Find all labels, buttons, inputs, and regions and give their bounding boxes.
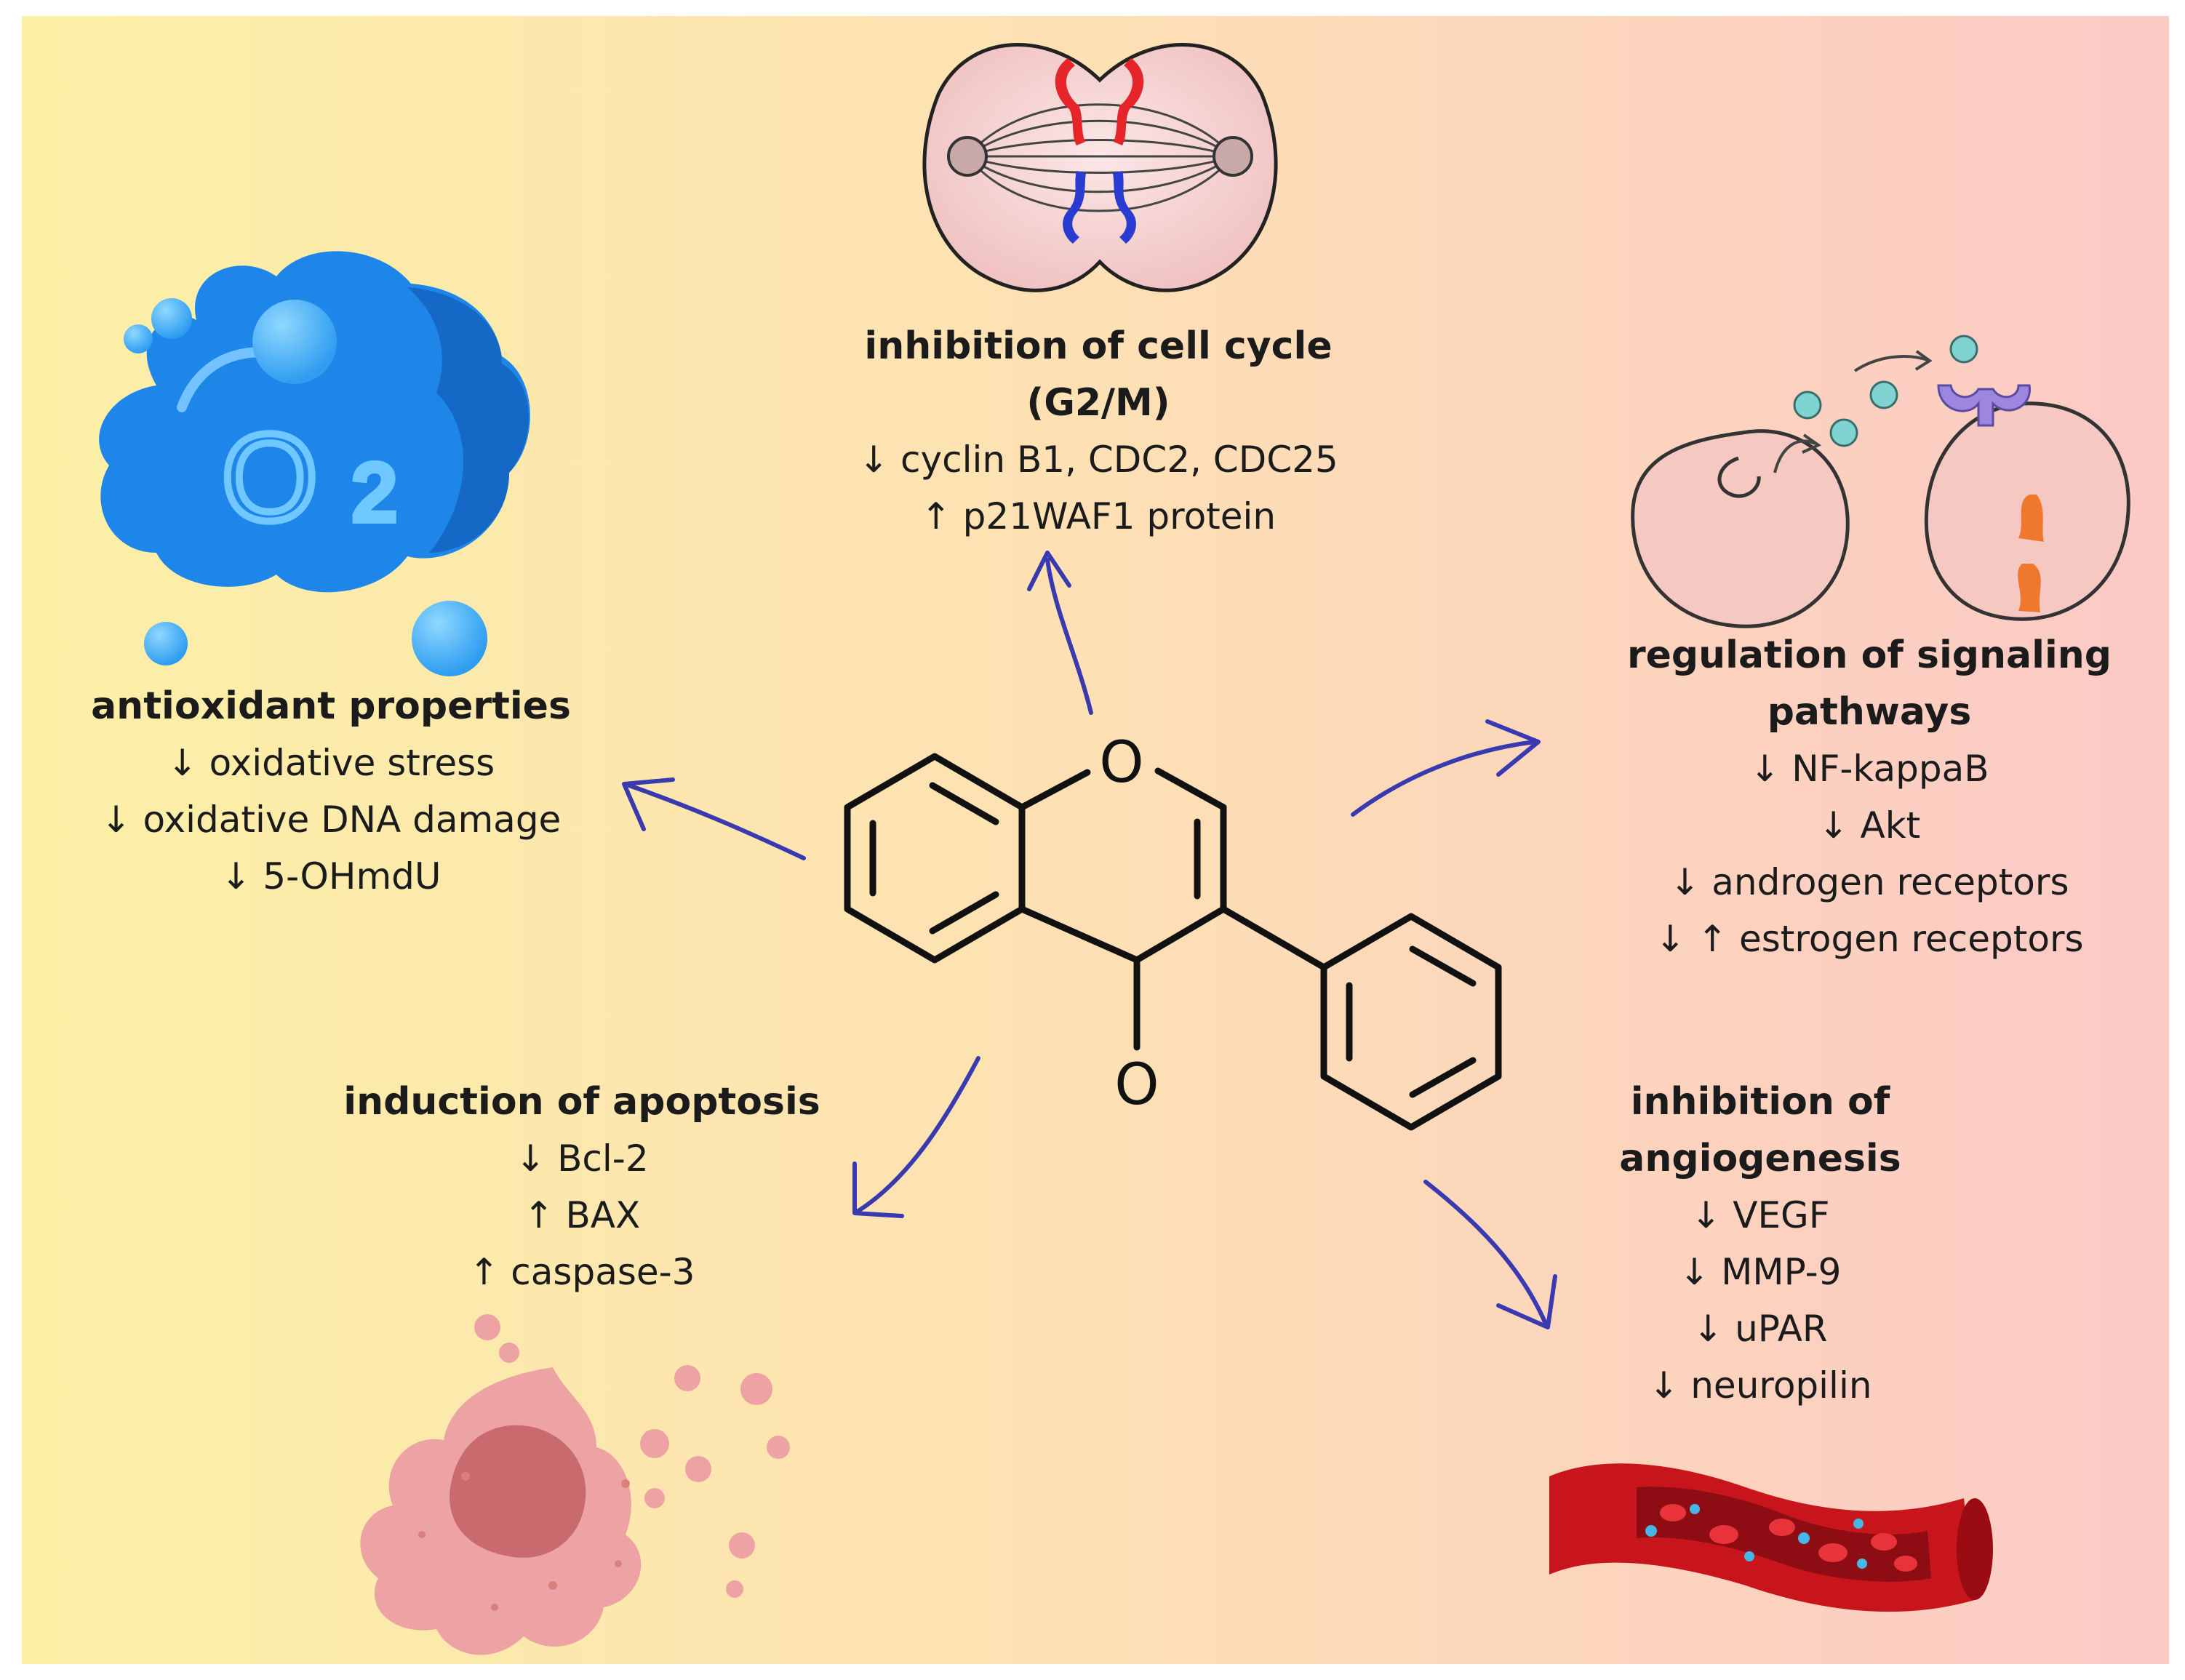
signaling-effect: ↓ Akt bbox=[1818, 804, 1921, 847]
apoptosis-effect: ↓ Bcl-2 bbox=[515, 1137, 649, 1180]
antioxidant-effect: ↓ 5-OHmdU bbox=[220, 855, 442, 897]
apoptosis-effect: ↑ caspase-3 bbox=[468, 1251, 695, 1293]
antioxidant-block: antioxidant properties ↓ oxidative stres… bbox=[65, 678, 596, 905]
cell-cycle-block: inhibition of cell cycle (G2/M) ↓ cyclin… bbox=[804, 318, 1393, 545]
angiogenesis-title-line1: inhibition of bbox=[1630, 1080, 1890, 1124]
arrow-to-apoptosis bbox=[852, 1056, 980, 1218]
dividing-cell-illustration bbox=[922, 43, 1278, 292]
antioxidant-effect: ↓ oxidative DNA damage bbox=[100, 799, 562, 841]
signaling-effect: ↓ ↑ estrogen receptors bbox=[1655, 918, 2084, 960]
antioxidant-effect: ↓ oxidative stress bbox=[167, 742, 495, 784]
angiogenesis-effect: ↓ uPAR bbox=[1693, 1308, 1828, 1350]
arrow-to-cell-cycle bbox=[1027, 551, 1093, 715]
angiogenesis-title-line2: angiogenesis bbox=[1619, 1137, 1901, 1180]
signaling-cells-illustration bbox=[1631, 335, 2130, 628]
signaling-effect: ↓ NF-kappaB bbox=[1749, 748, 1989, 790]
signaling-title-line1: regulation of signaling bbox=[1626, 633, 2112, 677]
apoptotic-cell-illustration bbox=[360, 1314, 790, 1655]
apoptosis-title: induction of apoptosis bbox=[343, 1080, 820, 1124]
arrow-to-angiogenesis bbox=[1423, 1180, 1557, 1329]
ring-oxygen-atom: O bbox=[1099, 730, 1143, 796]
angiogenesis-effect: ↓ neuropilin bbox=[1648, 1364, 1872, 1407]
angiogenesis-effect: ↓ MMP-9 bbox=[1679, 1251, 1842, 1293]
cell-cycle-title-line1: inhibition of cell cycle bbox=[864, 324, 1333, 368]
blood-vessel-illustration bbox=[1549, 1463, 1993, 1612]
signaling-effect: ↓ androgen receptors bbox=[1669, 861, 2069, 903]
cell-cycle-title-line2: (G2/M) bbox=[1026, 381, 1170, 425]
o2-label: O 2 bbox=[222, 409, 397, 547]
arrow-to-signaling bbox=[1351, 719, 1541, 817]
carbonyl-oxygen-atom: O bbox=[1114, 1052, 1159, 1118]
signaling-block: regulation of signaling pathways ↓ NF-ka… bbox=[1578, 627, 2160, 967]
cell-cycle-effect: ↑ p21WAF1 protein bbox=[920, 495, 1277, 537]
angiogenesis-block: inhibition of angiogenesis ↓ VEGF ↓ MMP-… bbox=[1520, 1073, 2000, 1414]
apoptosis-block: induction of apoptosis ↓ Bcl-2 ↑ BAX ↑ c… bbox=[327, 1073, 836, 1300]
antioxidant-title: antioxidant properties bbox=[91, 684, 571, 728]
cell-cycle-effect: ↓ cyclin B1, CDC2, CDC25 bbox=[858, 439, 1338, 481]
arrow-to-antioxidant bbox=[622, 777, 806, 860]
angiogenesis-effect: ↓ VEGF bbox=[1690, 1194, 1830, 1236]
signaling-title-line2: pathways bbox=[1767, 690, 1972, 734]
apoptosis-effect: ↑ BAX bbox=[523, 1194, 641, 1236]
oxygen-cloud-illustration: O 2 bbox=[99, 251, 530, 676]
isoflavone-structure bbox=[844, 753, 1502, 1131]
